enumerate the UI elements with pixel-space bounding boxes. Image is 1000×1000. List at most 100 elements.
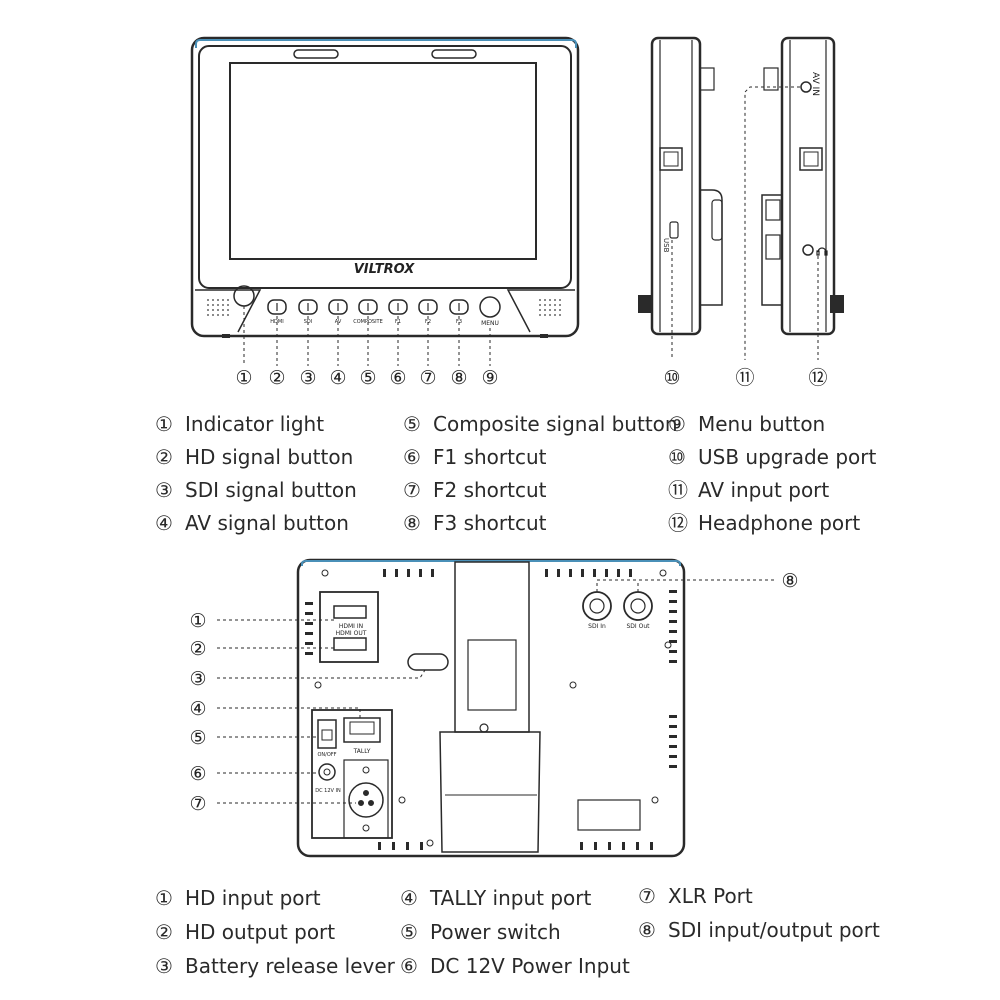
headphone-icon <box>816 247 828 256</box>
sdi-out-label: SDI Out <box>627 623 651 630</box>
front-button-f1 <box>388 299 408 315</box>
xlr-port <box>348 782 384 818</box>
dc-input <box>318 763 336 781</box>
side-view-left <box>638 36 723 360</box>
legend-text: Composite signal button <box>433 412 678 436</box>
on-off-label: ON/OFF <box>317 752 336 758</box>
legend-number: ④ <box>400 886 418 910</box>
legend-item: ② HD output port <box>155 922 335 942</box>
tally-port <box>343 717 381 743</box>
legend-item: ⑪ AV input port <box>668 480 829 500</box>
hdmi-out-port <box>333 637 367 651</box>
front-callout: ⑦ <box>419 367 436 389</box>
headphone-jack <box>802 244 814 256</box>
front-callout: ⑨ <box>481 367 498 389</box>
front-callout: ⑤ <box>359 367 376 389</box>
legend-text: HD signal button <box>185 445 354 469</box>
legend-number: ⑥ <box>403 445 421 469</box>
side-callout: ⑫ <box>808 367 827 389</box>
hdmi-out-label: HDMI OUT <box>336 630 367 637</box>
legend-number: ② <box>155 920 173 944</box>
legend-text: Battery release lever <box>185 954 395 978</box>
legend-number: ① <box>155 886 173 910</box>
legend-text: AV input port <box>698 478 830 502</box>
back-callout: ⑧ <box>781 570 798 592</box>
hdmi-in-label: HDMI IN <box>339 623 363 630</box>
menu-button <box>479 296 501 318</box>
speaker-right <box>539 299 561 316</box>
front-callout: ③ <box>299 367 316 389</box>
legend-number: ⑧ <box>638 918 656 942</box>
legend-text: Power switch <box>430 920 561 944</box>
dc-label: DC 12V IN <box>315 788 341 794</box>
legend-number: ② <box>155 445 173 469</box>
battery-release-lever <box>407 653 449 671</box>
back-callout: ⑦ <box>189 793 206 815</box>
legend-text: Headphone port <box>698 511 861 535</box>
legend-number: ⑧ <box>403 511 421 535</box>
legend-item: ③ Battery release lever <box>155 956 395 976</box>
back-callout: ① <box>189 610 206 632</box>
front-button-av <box>328 299 348 315</box>
legend-number: ⑤ <box>403 412 421 436</box>
front-button-hdmi <box>267 299 287 315</box>
legend-item: ⑩ USB upgrade port <box>668 447 876 467</box>
back-vents <box>305 569 677 850</box>
legend-number: ⑫ <box>668 511 688 535</box>
legend-item: ② HD signal button <box>155 447 353 467</box>
front-bezel <box>198 45 572 289</box>
speaker-left <box>207 299 229 316</box>
legend-number: ⑦ <box>638 884 656 908</box>
legend-text: DC 12V Power Input <box>430 954 630 978</box>
side-callout: ⑪ <box>735 367 754 389</box>
legend-text: TALLY input port <box>430 886 592 910</box>
legend-number: ⑪ <box>668 478 688 502</box>
callout-leader <box>596 579 776 592</box>
legend-number: ④ <box>155 511 173 535</box>
front-button-f3 <box>449 299 469 315</box>
back-callout: ④ <box>189 698 206 720</box>
tally-label: TALLY <box>353 748 371 755</box>
front-button-row: HDMISDIAVCOMPOSITEF1F2F3 <box>267 299 469 325</box>
front-view <box>190 36 580 338</box>
front-callout: ① <box>235 367 252 389</box>
legend-text: Menu button <box>698 412 826 436</box>
front-callout: ④ <box>329 367 346 389</box>
legend-number: ③ <box>155 478 173 502</box>
front-callout: ② <box>268 367 285 389</box>
legend-number: ⑨ <box>668 412 686 436</box>
legend-item: ⑥ DC 12V Power Input <box>400 956 630 976</box>
front-brand-logo: VILTROX <box>354 262 415 277</box>
callout-leader <box>217 669 426 679</box>
legend-number: ⑥ <box>400 954 418 978</box>
menu-button-label: MENU <box>481 320 499 327</box>
back-callout: ③ <box>189 668 206 690</box>
front-callout: ⑧ <box>450 367 467 389</box>
legend-number: ③ <box>155 954 173 978</box>
front-screen <box>229 62 537 260</box>
legend-text: HD output port <box>185 920 336 944</box>
legend-number: ⑩ <box>668 445 686 469</box>
legend-number: ⑦ <box>403 478 421 502</box>
power-switch <box>317 719 337 749</box>
usb-port-label: USB <box>662 238 670 253</box>
legend-text: USB upgrade port <box>698 445 877 469</box>
legend-text: AV signal button <box>185 511 349 535</box>
sdi-out-port <box>623 591 653 621</box>
av-in-jack <box>800 81 812 93</box>
sdi-in-port <box>582 591 612 621</box>
front-button-composite <box>358 299 378 315</box>
